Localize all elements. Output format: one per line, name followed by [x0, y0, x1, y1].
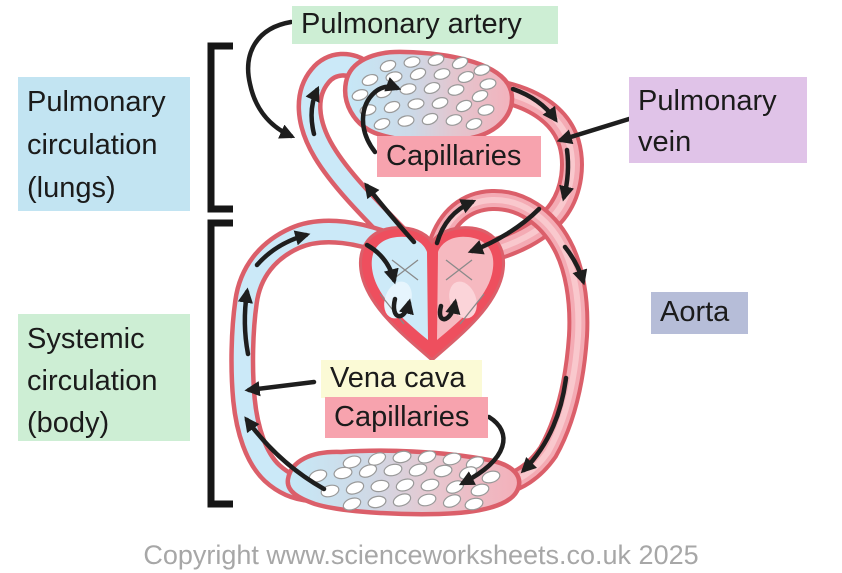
label-line: circulation: [27, 365, 158, 397]
label-line: Systemic: [27, 323, 145, 355]
capillaries-top-label-arrow: [360, 77, 402, 155]
pulmonary-bracket: [207, 42, 233, 213]
flow-arrows: [237, 19, 632, 492]
flow-arrow: [391, 296, 414, 319]
flow-arrow: [520, 375, 569, 474]
label-line: (body): [27, 407, 110, 439]
label-line: (lungs): [27, 172, 116, 204]
flow-arrow: [434, 199, 477, 246]
flow-arrow: [237, 287, 253, 357]
capillaries-bottom-label-arrow: [458, 414, 506, 486]
label-line: vein: [638, 126, 692, 158]
vena-cava-label-arrow: [244, 379, 317, 397]
flow-arrow: [559, 147, 575, 202]
flow-arrow: [305, 85, 320, 137]
lung-capillary-cells: [351, 54, 497, 131]
label-pulmonary-vein: Pulmonary vein: [629, 77, 807, 163]
label-pulmonary-circulation: Pulmonary circulation (lungs): [18, 77, 190, 211]
flow-arrow: [562, 244, 588, 286]
flow-arrow: [437, 298, 461, 322]
label-line: Pulmonary: [638, 85, 777, 117]
copyright-text: Copyright www.scienceworksheets.co.uk 20…: [143, 540, 699, 570]
flow-arrow: [364, 242, 399, 285]
flow-arrow: [364, 182, 417, 245]
heart-valves: [379, 259, 485, 325]
aorta-vessel: [427, 189, 590, 496]
body-capillary-bed: [285, 448, 522, 517]
lung-capillary-bed: [342, 49, 515, 145]
label-vena-cava: Vena cava: [321, 360, 482, 398]
label-line: Pulmonary: [27, 86, 166, 118]
flow-arrow: [254, 230, 311, 268]
flow-arrow: [244, 416, 327, 492]
vena-cava-vessel: [229, 218, 415, 503]
label-line: circulation: [27, 129, 158, 161]
flow-arrow: [510, 86, 558, 123]
label-capillaries-body: Capillaries: [325, 397, 488, 438]
systemic-bracket: [207, 219, 233, 508]
pulmonary-vein-label-arrow: [556, 116, 632, 145]
label-systemic-circulation: Systemic circulation (body): [18, 314, 190, 441]
pulmonary-artery-label-arrow: [245, 19, 296, 139]
label-pulmonary-artery: Pulmonary artery: [292, 6, 558, 44]
label-aorta: Aorta: [651, 292, 748, 334]
label-capillaries-lungs: Capillaries: [377, 136, 541, 177]
flow-arrow: [467, 206, 542, 255]
